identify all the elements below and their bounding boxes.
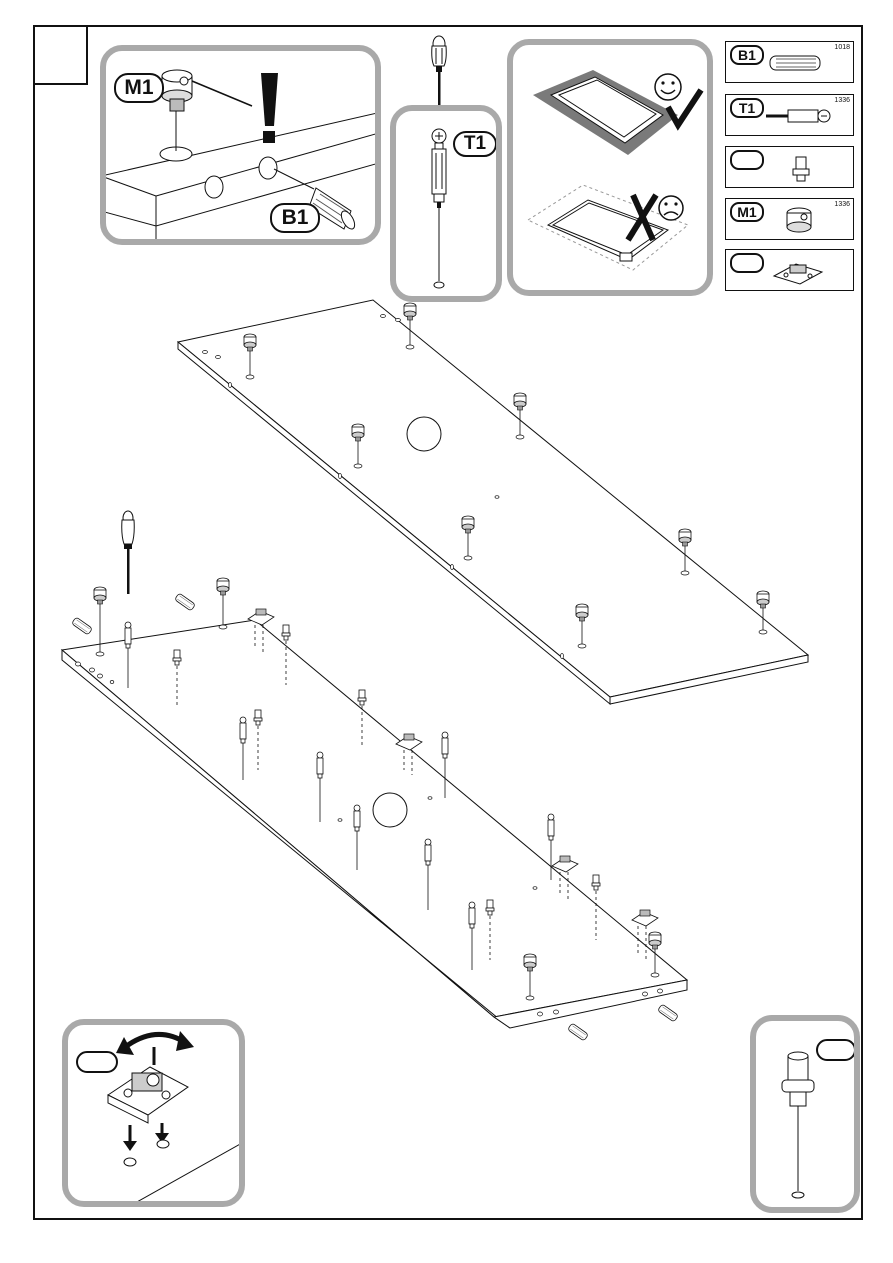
pin-callout — [816, 1039, 856, 1061]
cam-lock-icon — [217, 578, 229, 629]
hinge-plate-detail-inset — [62, 1019, 245, 1207]
hole-marker — [373, 793, 407, 827]
dowel-icon — [658, 1004, 679, 1022]
hole — [124, 1158, 136, 1166]
dowel-icon — [175, 593, 196, 611]
pin-detail-inset — [750, 1015, 860, 1213]
connector-pin-icon — [782, 1052, 814, 1198]
hinge-plate-icon — [108, 1067, 188, 1123]
screwdriver-icon — [122, 511, 135, 594]
dowel-icon — [568, 1023, 589, 1041]
hole-marker — [407, 417, 441, 451]
hole — [157, 1140, 169, 1148]
dowel-icon — [72, 617, 93, 635]
hinge-plate-callout — [76, 1051, 118, 1073]
